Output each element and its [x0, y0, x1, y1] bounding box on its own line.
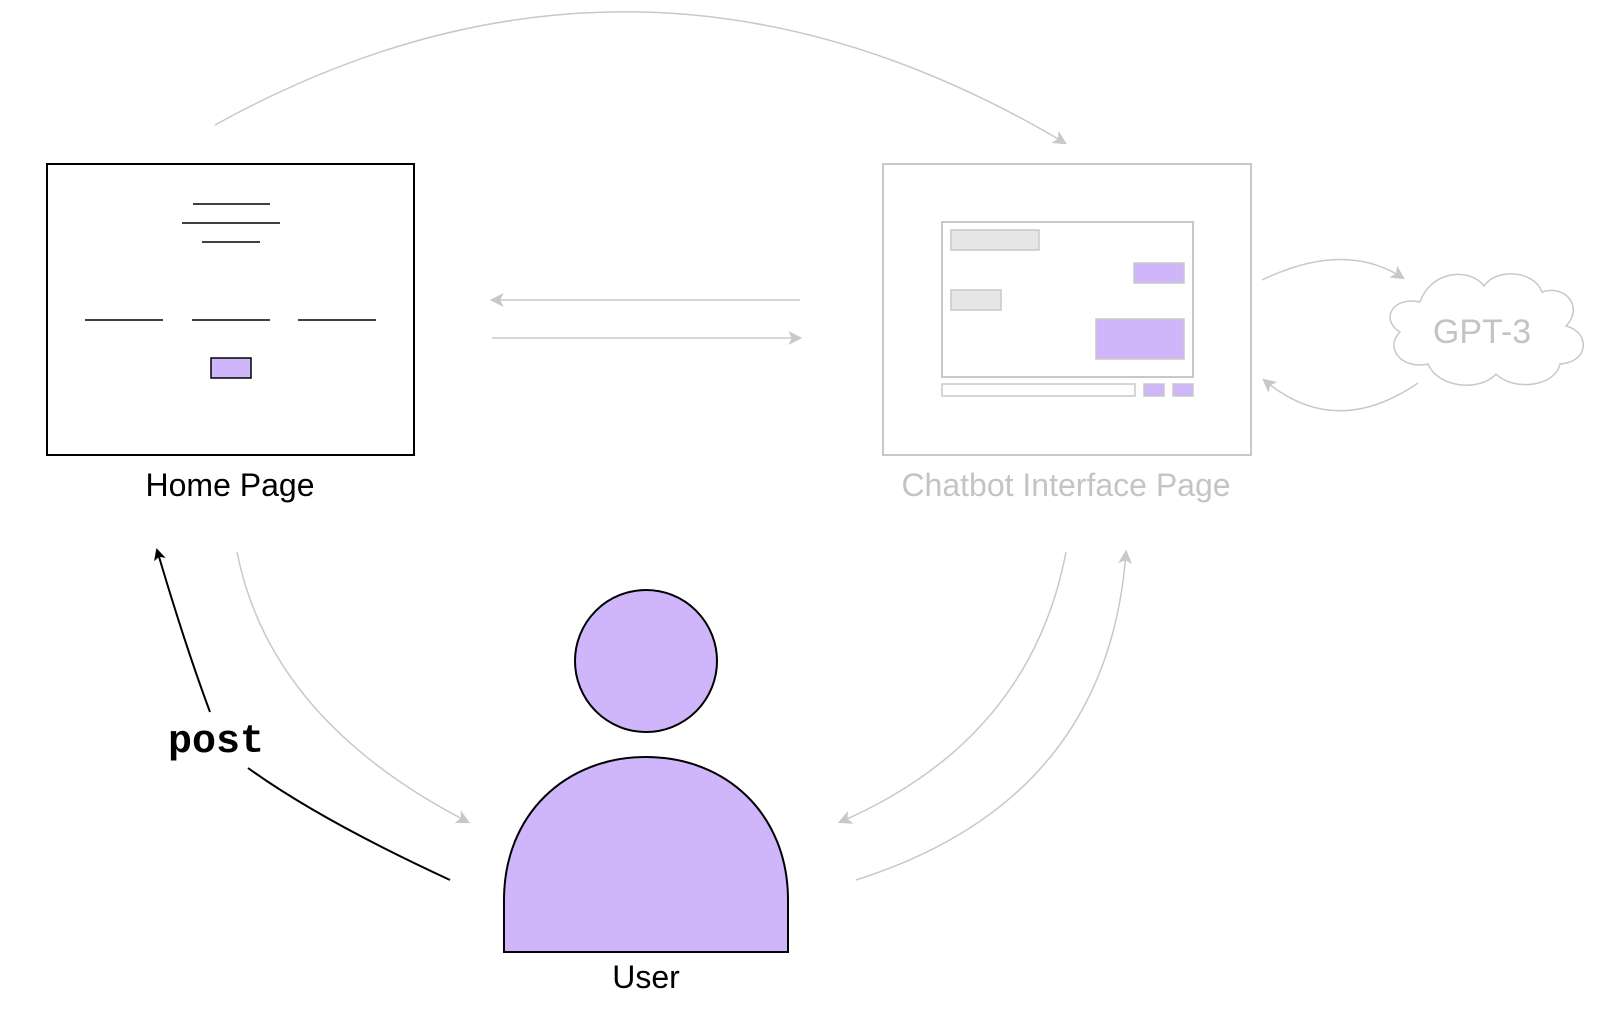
arrow-chatbot-to-gpt: [1261, 258, 1405, 281]
cloud-shape: [1389, 273, 1584, 386]
home-page-label: Home Page: [146, 467, 315, 503]
chat-bubble-user-1: [1133, 262, 1185, 284]
chat-bubble-bot-2: [950, 289, 1002, 311]
user-label: User: [612, 959, 680, 995]
gpt-cloud: [1389, 273, 1584, 386]
arrow-user-post-to-home: [247, 767, 451, 881]
arrow-chatbot-to-user: [837, 551, 1067, 824]
home-page-wireframe: [46, 163, 415, 456]
post-label: post: [168, 720, 264, 765]
arrow-home-to-chatbot-top: [214, 11, 1068, 145]
chat-clear-button: [1172, 383, 1194, 397]
user-body: [503, 755, 789, 953]
arrow-user-post-to-home-head: [154, 548, 211, 713]
chat-bubble-bot-1: [950, 229, 1040, 251]
arrow-gpt-to-chatbot: [1262, 378, 1419, 412]
user-head: [574, 589, 718, 733]
user-icon: [503, 589, 789, 953]
home-button: [210, 357, 252, 379]
home-page-frame: [46, 163, 415, 456]
chatbot-page-label: Chatbot Interface Page: [901, 467, 1230, 503]
chat-input-field: [941, 383, 1136, 397]
arrow-home-to-user: [236, 551, 471, 824]
chat-bubble-user-2: [1095, 318, 1185, 360]
arrow-user-to-chatbot: [855, 549, 1133, 881]
chat-send-button: [1143, 383, 1165, 397]
chatbot-page-wireframe: [882, 163, 1252, 456]
gpt-label: GPT-3: [1433, 313, 1531, 351]
